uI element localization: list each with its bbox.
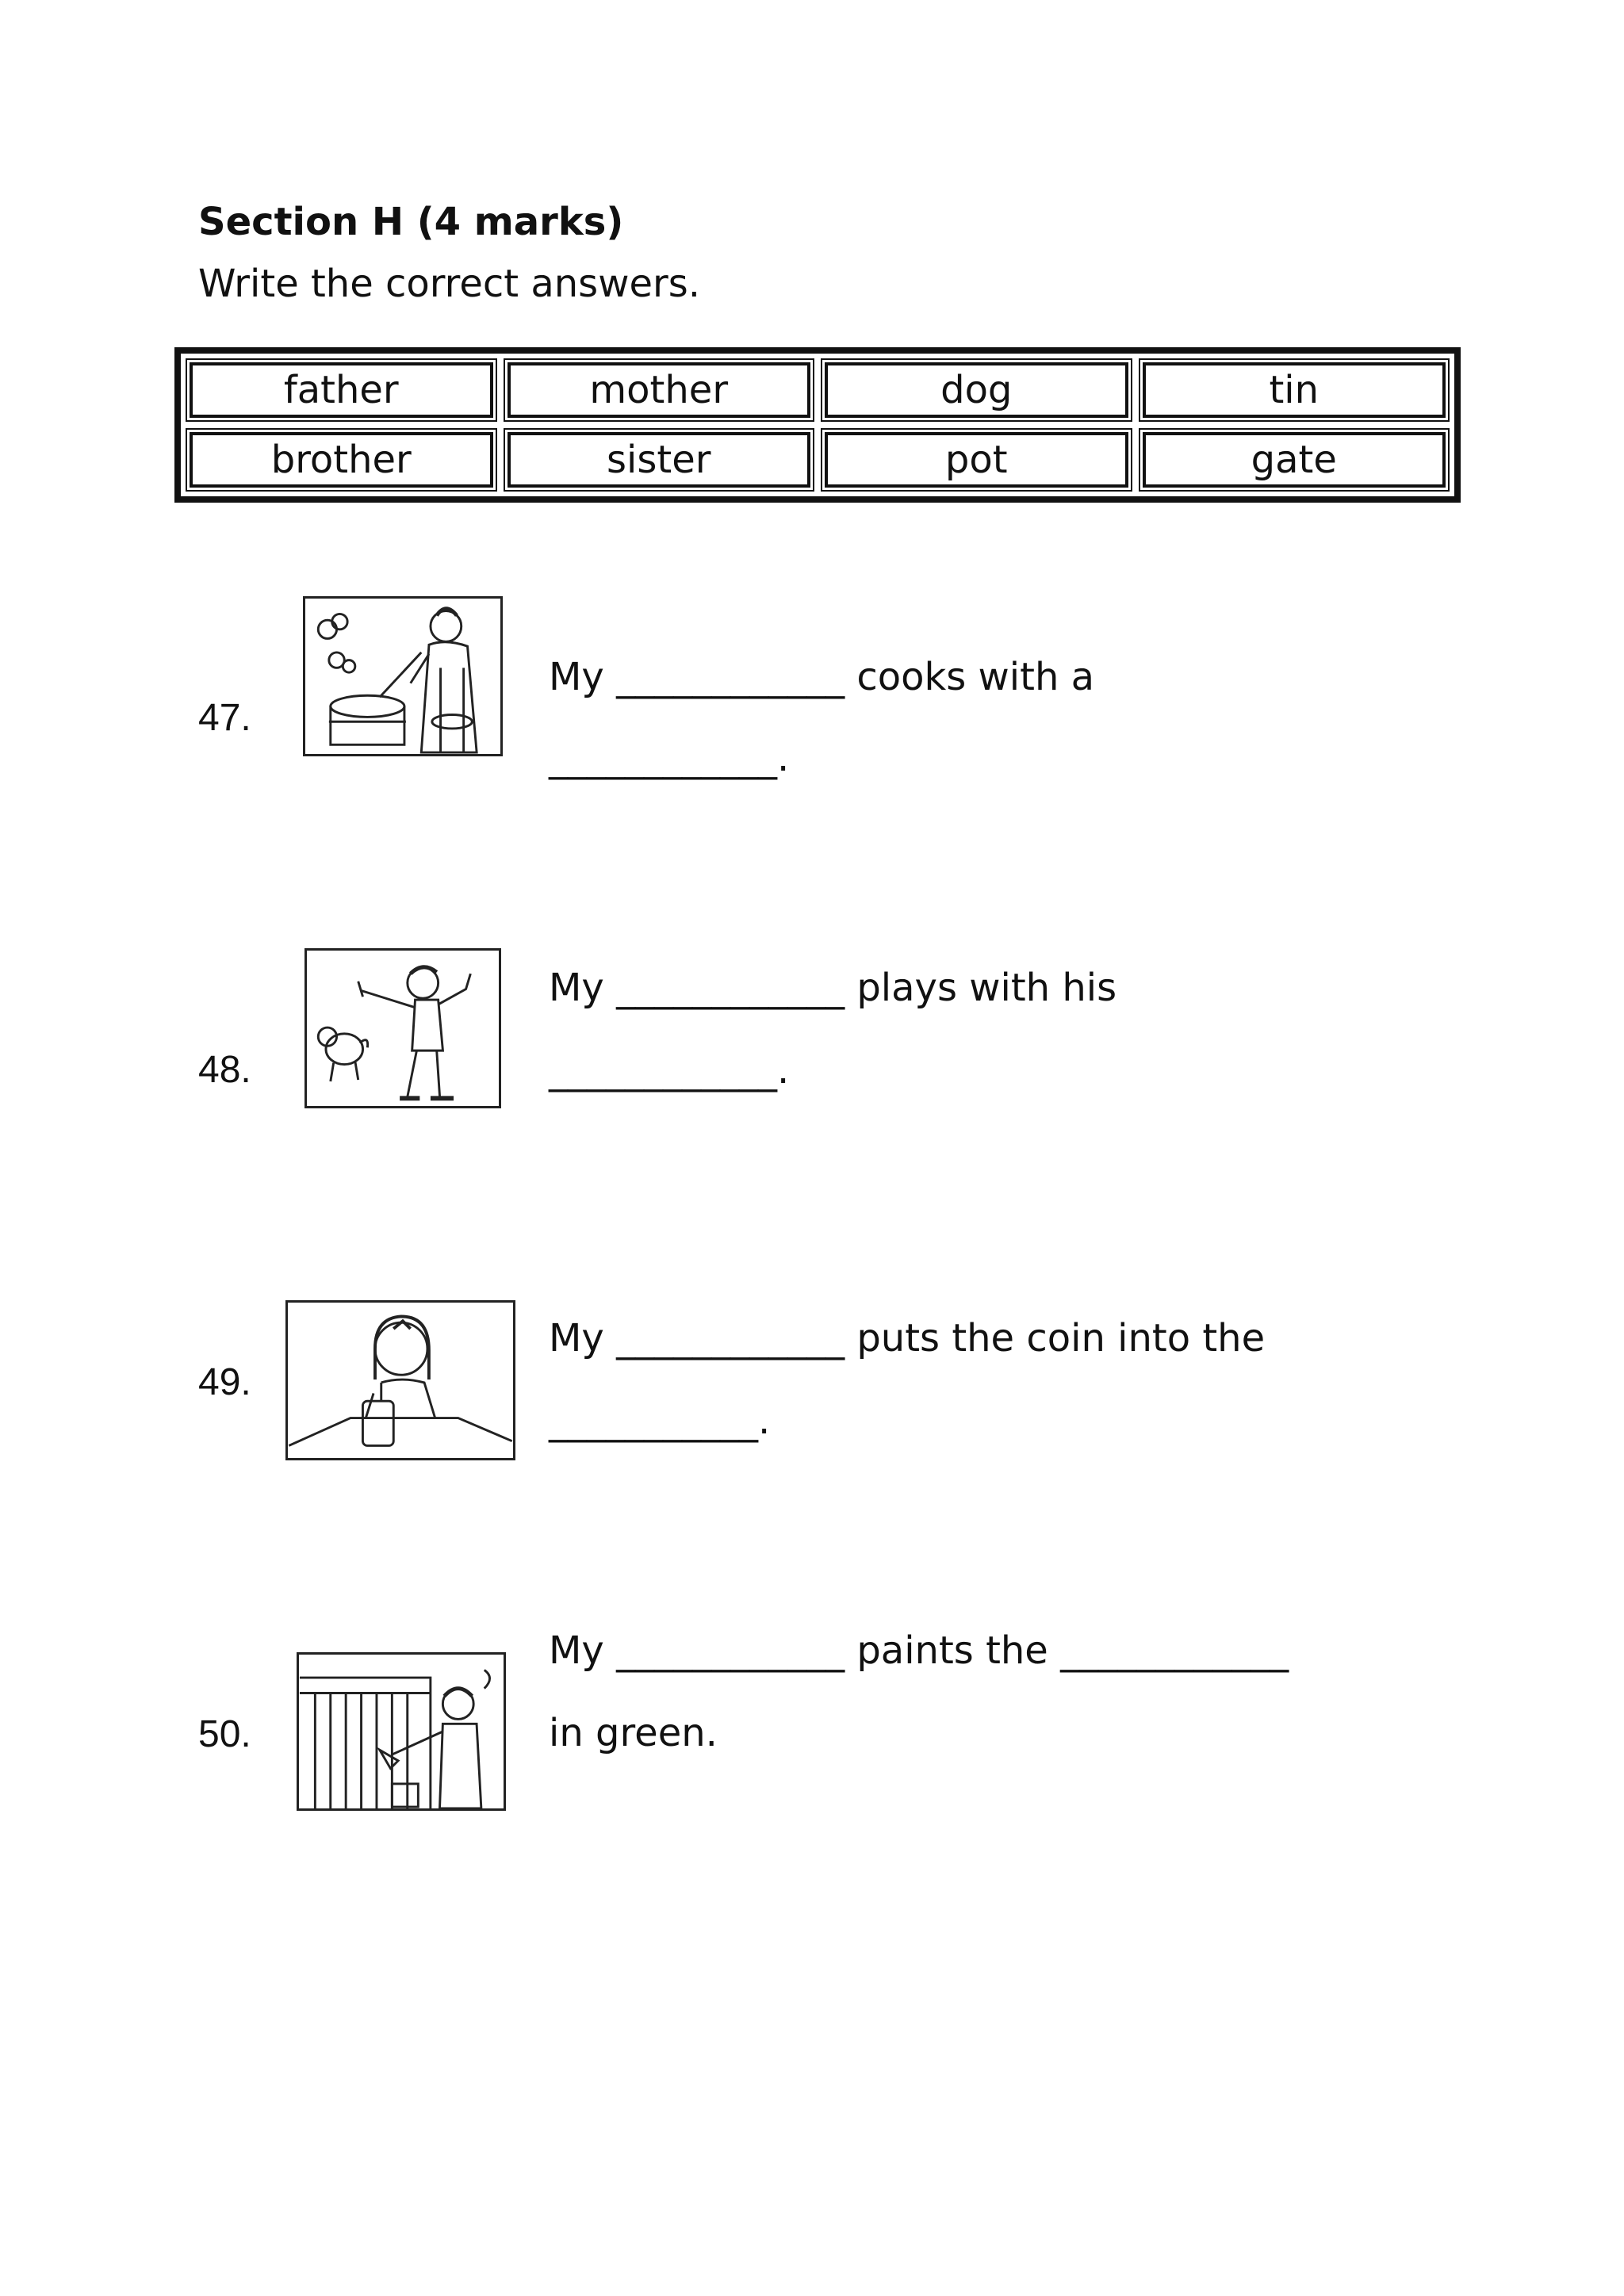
question-line-1: My ____________ plays with his — [549, 966, 1117, 1010]
word-bank-cell: sister — [503, 428, 814, 492]
question-line-1: My ____________ paints the ____________ — [549, 1628, 1289, 1673]
word-bank-cell: father — [186, 358, 497, 422]
question-line-2: ____________. — [549, 736, 790, 780]
father-painting-gate-illustration — [297, 1652, 506, 1811]
word-bank-cell: mother — [503, 358, 814, 422]
instruction-text: Write the correct answers. — [198, 262, 700, 306]
question-number: 49. — [198, 1361, 251, 1403]
question-number: 47. — [198, 697, 251, 739]
question-line-2: ___________. — [549, 1399, 771, 1443]
question-line-2: ____________. — [549, 1048, 790, 1093]
section-title: Section H (4 marks) — [198, 200, 624, 244]
question-number: 50. — [198, 1713, 251, 1755]
word-bank-cell: dog — [821, 358, 1132, 422]
cooking-mother-illustration — [303, 596, 503, 756]
word-bank-cell: tin — [1138, 358, 1450, 422]
question-line-1: My ____________ cooks with a — [549, 655, 1095, 699]
word-bank-cell: brother — [186, 428, 497, 492]
girl-coin-tin-illustration — [285, 1300, 515, 1460]
question-number: 48. — [198, 1049, 251, 1091]
word-bank-cell: pot — [821, 428, 1132, 492]
boy-with-dog-illustration — [304, 948, 501, 1108]
word-bank-cell: gate — [1138, 428, 1450, 492]
question-line-2: in green. — [549, 1711, 718, 1755]
question-line-1: My ____________ puts the coin into the — [549, 1316, 1266, 1360]
word-bank-table: father mother dog tin brother sister pot… — [174, 347, 1461, 503]
